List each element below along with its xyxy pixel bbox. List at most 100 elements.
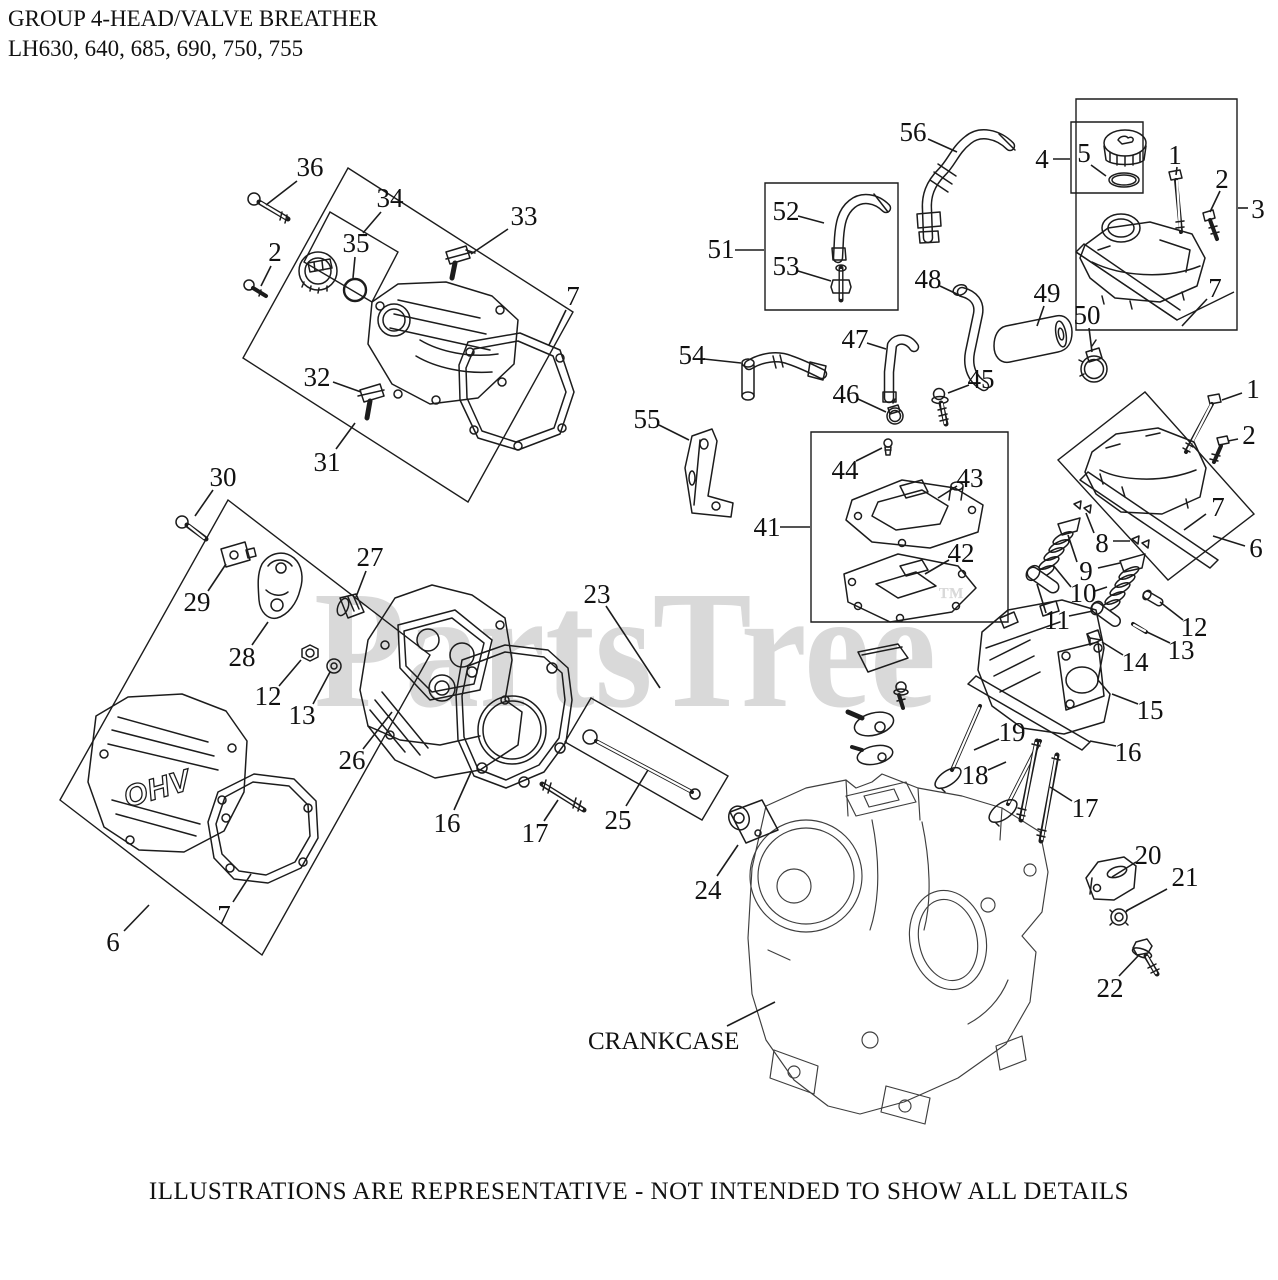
stud-17-left (539, 779, 587, 813)
callout-16: 16 (1115, 737, 1142, 767)
callout-45: 45 (968, 364, 995, 394)
callout-17: 17 (1072, 793, 1099, 823)
leader-13 (1146, 631, 1171, 644)
valve-18 (988, 739, 1042, 827)
breather-fitting-33 (445, 245, 476, 281)
leader-31 (335, 422, 356, 450)
callout-10: 10 (1070, 578, 1097, 608)
callout-15: 15 (1137, 695, 1164, 725)
callout-13: 13 (1168, 635, 1195, 665)
leader-12 (1159, 601, 1184, 621)
leader-21 (1125, 888, 1168, 912)
leader-26 (362, 711, 393, 750)
callout-7: 7 (566, 281, 580, 311)
callout-47: 47 (842, 324, 869, 354)
valve-cover-top-right (1079, 213, 1206, 310)
screw-44 (883, 438, 893, 456)
tube-47 (882, 334, 920, 404)
callout-9: 9 (1079, 556, 1093, 586)
leader-44 (855, 447, 883, 462)
bracket-20 (1085, 856, 1137, 901)
callout-29: 29 (184, 587, 211, 617)
leader-11 (1068, 610, 1094, 617)
screw-2-left (243, 279, 268, 298)
valve-keepers-8 (1073, 500, 1150, 549)
fitting-53 (830, 264, 852, 303)
box-34 (303, 211, 399, 303)
breather-hose-56 (916, 129, 1016, 244)
leader-29 (207, 563, 227, 592)
leader-18 (987, 761, 1007, 771)
callout-48: 48 (915, 264, 942, 294)
callout-36: 36 (297, 152, 324, 182)
callout-33: 33 (511, 201, 538, 231)
rocker-pivot-29 (220, 541, 257, 568)
leader-17 (1049, 786, 1073, 802)
title-line2: LH630, 640, 685, 690, 750, 755 (8, 36, 304, 61)
leader-7 (1183, 513, 1207, 531)
bolt-2-top (1202, 209, 1220, 241)
leader-22 (1118, 954, 1140, 977)
callout-21: 21 (1172, 862, 1199, 892)
leader-54 (703, 358, 742, 364)
leader-13 (312, 671, 331, 705)
hose-52 (831, 193, 892, 264)
callout-24: 24 (695, 875, 723, 905)
head-gasket-16-right (967, 675, 1091, 751)
box-31 (242, 167, 574, 503)
callout-1: 1 (1246, 374, 1260, 404)
callout-4: 4 (1035, 144, 1049, 174)
leader-49 (1036, 305, 1045, 327)
leader-8 (1085, 512, 1095, 534)
callout-2: 2 (268, 237, 282, 267)
crankcase-label: CRANKCASE (588, 1028, 739, 1055)
bolt-36 (247, 192, 291, 224)
leader-2 (1227, 438, 1239, 442)
callout-1: 1 (1168, 140, 1182, 170)
leader-55 (658, 424, 690, 441)
leader-6 (1212, 535, 1246, 547)
valve-cover-right (1084, 427, 1207, 515)
callout-3: 3 (1251, 194, 1265, 224)
leader-15 (1111, 693, 1139, 705)
callout-13: 13 (289, 700, 316, 730)
leader-10 (1052, 564, 1072, 588)
callout-25: 25 (605, 805, 632, 835)
pin-13-right (1131, 622, 1148, 634)
bolt-2-right (1209, 435, 1230, 464)
callout-35: 35 (343, 228, 370, 258)
leader-23 (605, 605, 661, 689)
leader-16 (453, 771, 472, 811)
callout-44: 44 (832, 455, 860, 485)
callout-23: 23 (584, 579, 611, 609)
callout-16: 16 (434, 808, 461, 838)
box-3 (1075, 98, 1238, 331)
callout-12: 12 (1181, 612, 1208, 642)
head-gasket-16-left (455, 644, 573, 789)
callout-31: 31 (314, 447, 341, 477)
callout-6: 6 (106, 927, 120, 957)
o-ring-5 (1108, 172, 1140, 188)
leader-1 (1221, 392, 1243, 401)
o-ring-35 (342, 277, 368, 303)
gasket-strip-right (1079, 471, 1219, 569)
callout-56: 56 (900, 117, 927, 147)
callout-34: 34 (377, 183, 405, 213)
leader-45 (947, 384, 970, 394)
leader-9 (1067, 534, 1078, 563)
callout-52: 52 (773, 196, 800, 226)
leader-33 (470, 228, 509, 255)
leader-12 (278, 659, 302, 687)
page-title: GROUP 4-HEAD/VALVE BREATHER LH630, 640, 6… (8, 4, 378, 64)
reed-40 (857, 643, 909, 673)
title-line1: GROUP 4-HEAD/VALVE BREATHER (8, 6, 378, 31)
leader-34 (362, 211, 382, 234)
box-23 (564, 697, 729, 821)
leader-24 (716, 844, 739, 877)
callout-43: 43 (957, 463, 984, 493)
bolt-39 (893, 681, 909, 710)
leader-28 (251, 621, 269, 646)
oil-fill-cap-35 (298, 251, 338, 294)
